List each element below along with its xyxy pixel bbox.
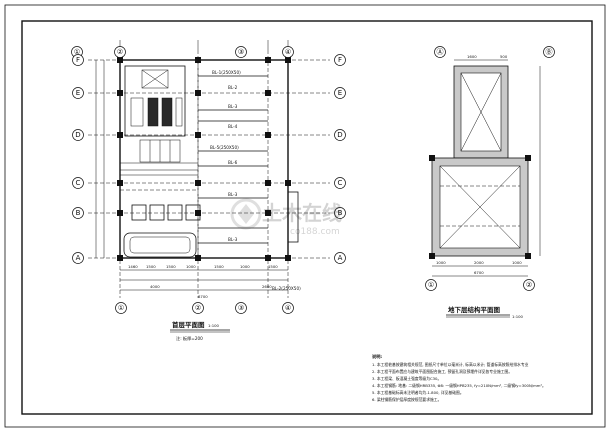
axis-label: B: [76, 209, 81, 217]
axis-label: D: [75, 131, 80, 139]
dim-label: 1000: [436, 260, 446, 265]
axis-label: ③: [238, 48, 244, 56]
dim-label: 1500: [166, 264, 176, 269]
dim-label: 1000: [240, 264, 250, 269]
ground-floor-plan: BL-1(250X50) BL-2 BL-3 BL-4 BL-5(250X50)…: [71, 40, 346, 342]
axis-label: F: [338, 56, 342, 64]
note-item: 2. 本工程平面布置应与建筑平面图配合施工, 预留孔洞及预埋件详见各专业施工图。: [372, 369, 512, 374]
axis-label: B: [338, 209, 343, 217]
dim-label: 2000: [474, 260, 484, 265]
beam-label: BL-3: [228, 192, 238, 197]
general-notes: 说明: 1. 本工程桩基按建筑相关规范, 图纸尺寸单位以毫米计, 标高以米计; …: [372, 353, 546, 402]
plan1-scale: 1:100: [208, 323, 220, 328]
note-item: 1. 本工程桩基按建筑相关规范, 图纸尺寸单位以毫米计, 标高以米计; 管道标高…: [372, 362, 529, 367]
dim-label: 1500: [268, 264, 278, 269]
beam-label: BL-1(250X50): [212, 70, 241, 75]
svg-text:Ⓐ: Ⓐ: [437, 48, 444, 56]
axis-label: ②: [195, 304, 201, 312]
note-item: 6. 梁柱钢筋保护层厚度按规范要求施工。: [372, 397, 441, 402]
outer-border: [4, 4, 606, 428]
axis-label: ②: [117, 48, 123, 56]
watermark: 土木在线 co188.com: [230, 198, 342, 237]
beam-label: BL-4: [228, 124, 238, 129]
beam-label: BL-2: [228, 85, 238, 90]
axis-label: C: [338, 179, 343, 187]
axis-label: E: [76, 89, 80, 97]
axis-label: ①: [74, 48, 80, 56]
dim-label: 8700: [198, 294, 208, 299]
plan2-title: 地下层结构平面图: [448, 305, 501, 314]
basement-structure-plan: Ⓐ Ⓑ 1600 500 1000 2000 1000 6700 ①: [425, 46, 555, 319]
axis-bubble: [235, 46, 247, 58]
dim-label: 6700: [474, 270, 484, 275]
dim-label: 2600: [262, 284, 272, 289]
dim-label: 1500: [214, 264, 224, 269]
axis-label: F: [76, 56, 80, 64]
axis-label: E: [338, 89, 342, 97]
axis-bubble: [282, 46, 294, 58]
plan1-subtitle: 注: 板厚=200: [176, 335, 203, 342]
beam-label: BL-3: [228, 104, 238, 109]
axis-label: C: [76, 179, 81, 187]
axis-label: ①: [118, 304, 124, 312]
beam-label: BL-6: [228, 160, 238, 165]
dim-label: 4000: [150, 284, 160, 289]
dim-label: 1600: [467, 54, 477, 59]
axis-label: A: [76, 254, 81, 262]
axis-bubble: [114, 46, 126, 58]
plan1-title: 首层平面图: [172, 320, 205, 329]
dim-label: 1000: [186, 264, 196, 269]
dim-label: 1000: [512, 260, 522, 265]
inner-border: [21, 20, 593, 415]
plan2-scale: 1:100: [512, 314, 524, 319]
axis-label: D: [337, 131, 342, 139]
note-item: 3. 本工程梁、板混凝土强度等级为C30。: [372, 376, 441, 381]
note-item: 4. 本工程钢筋: 地基: 二级钢HRB335, Φ8: 一级钢HPB235, …: [372, 383, 546, 388]
axis-label: ③: [238, 304, 244, 312]
beam-label: BL-5(250X50): [210, 145, 239, 150]
axis-label: ④: [285, 48, 291, 56]
dim-label: 500: [500, 54, 508, 59]
svg-text:②: ②: [526, 281, 532, 289]
note-item: 5. 本工程基础标高未注明者均为-1.800, 详见基础图。: [372, 390, 464, 395]
svg-text:Ⓑ: Ⓑ: [546, 48, 553, 56]
svg-text:①: ①: [428, 281, 434, 289]
notes-heading: 说明:: [372, 353, 382, 360]
beam-label: BL-2(250X50): [272, 286, 301, 291]
beam-label: BL-3: [228, 237, 238, 242]
dim-label: 1460: [128, 264, 138, 269]
dim-label: 1500: [146, 264, 156, 269]
watermark-url: co188.com: [290, 227, 340, 237]
axis-label: ④: [285, 304, 291, 312]
watermark-brand: 土木在线: [262, 201, 342, 225]
axis-label: A: [338, 254, 343, 262]
